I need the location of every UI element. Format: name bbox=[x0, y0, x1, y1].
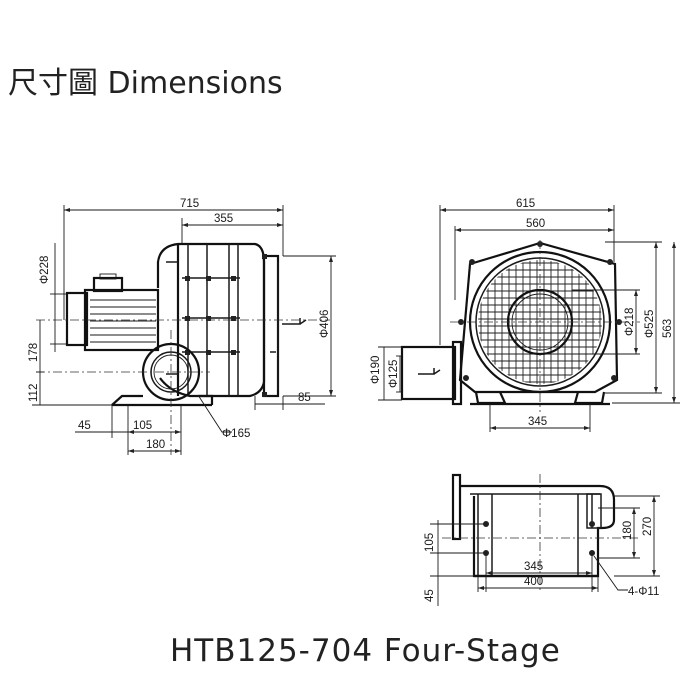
front-dimensions: 615 560 Φ218 Φ525 563 bbox=[370, 198, 680, 432]
dim-base-180: 180 bbox=[622, 521, 634, 540]
dim-563: 563 bbox=[662, 319, 674, 338]
dim-outer-dia: Φ525 bbox=[644, 310, 656, 338]
dim-inner-dia: Φ218 bbox=[624, 308, 636, 336]
dim-base-345: 345 bbox=[524, 561, 543, 573]
dim-pipe-inner: Φ125 bbox=[388, 360, 400, 388]
dim-outlet-flange: Φ406 bbox=[319, 310, 331, 338]
dim-base-105: 105 bbox=[424, 533, 436, 552]
dim-715: 715 bbox=[180, 198, 199, 210]
front-feet bbox=[470, 391, 610, 406]
dim-base-400: 400 bbox=[524, 576, 543, 588]
dim-inlet-dia: Φ228 bbox=[39, 256, 51, 284]
motor-body bbox=[65, 273, 160, 352]
blower-housing bbox=[156, 242, 307, 398]
front-view: 615 560 Φ218 Φ525 563 bbox=[370, 198, 680, 432]
dim-pipe-outer: Φ190 bbox=[370, 356, 382, 384]
dim-outlet-dia: Φ165 bbox=[222, 428, 250, 440]
dim-180: 180 bbox=[146, 439, 165, 451]
dim-560: 560 bbox=[526, 218, 545, 230]
base-view: 270 180 105 45 345 400 bbox=[424, 473, 660, 606]
dim-112: 112 bbox=[28, 384, 40, 402]
page-title: 尺寸圖 Dimensions bbox=[8, 66, 283, 101]
dim-base-270: 270 bbox=[642, 517, 654, 536]
dim-615: 615 bbox=[516, 198, 535, 210]
dim-178: 178 bbox=[28, 343, 40, 362]
dim-holes: 4-Φ11 bbox=[628, 586, 659, 598]
model-label: HTB125-704 Four-Stage bbox=[170, 633, 561, 669]
dim-105: 105 bbox=[133, 420, 152, 432]
housing-bolts bbox=[458, 241, 622, 381]
side-base bbox=[111, 394, 214, 407]
dim-front-345: 345 bbox=[528, 416, 547, 428]
dim-45: 45 bbox=[78, 420, 91, 432]
dim-base-45: 45 bbox=[424, 589, 436, 602]
side-dimensions: 715 355 Φ228 Φ406 85 178 bbox=[28, 198, 336, 455]
side-view: 715 355 Φ228 Φ406 85 178 bbox=[28, 198, 336, 455]
front-outlet-pipe bbox=[400, 340, 463, 406]
base-dimensions: 270 180 105 45 345 400 bbox=[424, 495, 660, 606]
dim-355: 355 bbox=[214, 213, 233, 225]
dim-85: 85 bbox=[298, 392, 311, 404]
